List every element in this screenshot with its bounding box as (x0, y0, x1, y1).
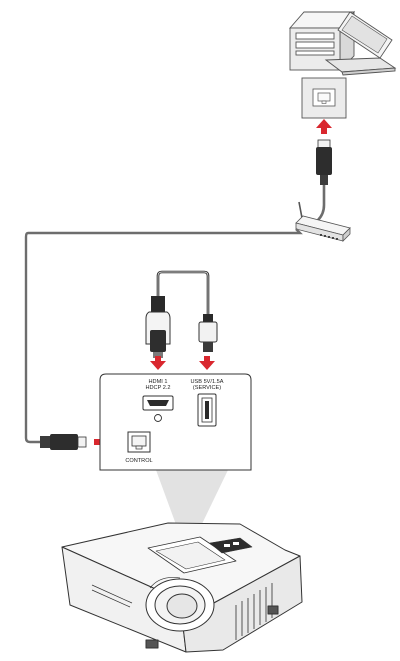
usb-port-icon (197, 393, 217, 427)
laptop-icon (324, 11, 397, 76)
cable-router-to-wall (317, 185, 326, 221)
zoom-cone (156, 470, 228, 530)
cable-hdmi-usb (156, 270, 210, 316)
rj45-plug-icon (316, 139, 332, 185)
indicator-led-icon (154, 414, 162, 422)
arrow-into-usb-port (199, 356, 215, 370)
hdmi-label-line2: HDCP 2.2 (145, 385, 170, 391)
projector-icon (61, 522, 303, 653)
wall-lan-port-icon (301, 77, 347, 119)
hdmi-plug-icon (145, 296, 171, 358)
control-label: CONTROL (125, 458, 152, 464)
arrow-into-wall-port (316, 119, 332, 134)
hdmi-port-icon (142, 395, 174, 411)
hdmi-label-line1: HDMI 1 (149, 379, 168, 385)
computer-group (289, 10, 397, 76)
usb-label-line2: (SERVICE) (193, 385, 221, 391)
usb-a-plug-icon (198, 314, 218, 352)
control-port-icon (127, 431, 151, 453)
rj45-plug-horizontal-icon (40, 434, 87, 450)
arrow-into-hdmi-port (150, 356, 166, 370)
computer-tower-icon (289, 10, 355, 72)
rear-panel: HDMI 1 HDCP 2.2 USB 5V/1.5A (SERVICE) CO… (99, 373, 252, 471)
router-icon (295, 201, 351, 242)
cable-router-to-control (24, 228, 303, 444)
usb-label-line1: USB 5V/1.5A (191, 379, 224, 385)
